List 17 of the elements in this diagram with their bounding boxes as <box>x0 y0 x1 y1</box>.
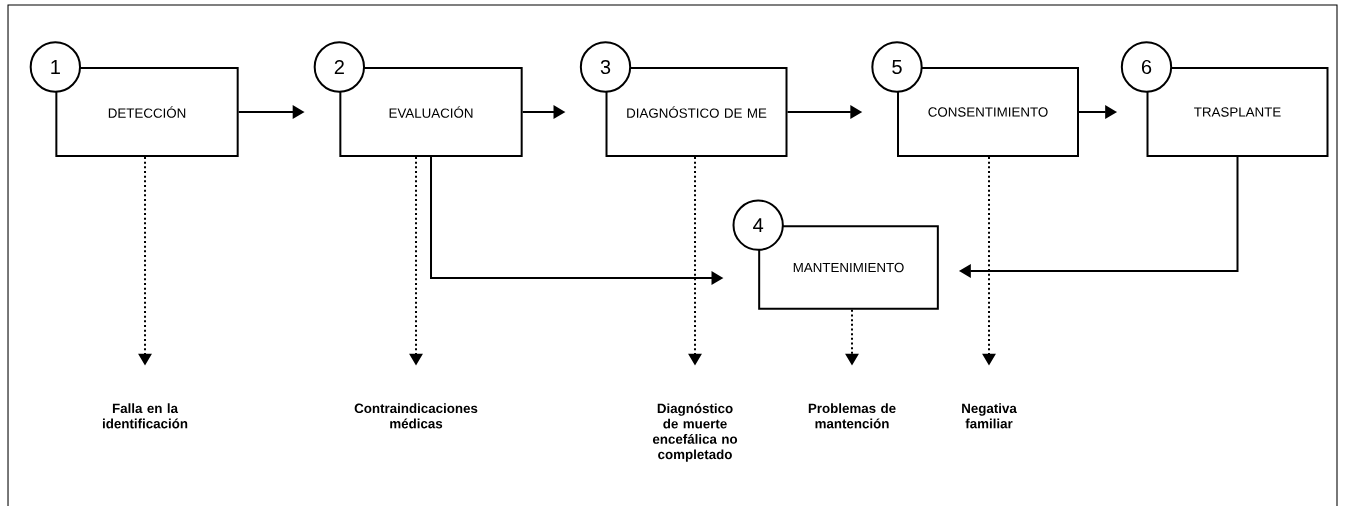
process-box: TRASPLANTE 6 <box>1120 41 1329 157</box>
process-box: MANTENIMIENTO 4 <box>732 199 939 310</box>
process-box: DETECCIÓN 1 <box>29 41 239 157</box>
process-box: CONSENTIMIENTO 5 <box>871 41 1079 157</box>
node-label: 1 <box>51 60 60 74</box>
node-label: 6 <box>1141 59 1152 75</box>
node-label: 4 <box>753 218 764 233</box>
process-box: DIAGNÓSTICO DE ME 3 <box>579 41 788 157</box>
outcome-label: Falla en la identificación <box>103 403 188 429</box>
outcome-label: Negativa familiar <box>962 403 1017 429</box>
node-label: 5 <box>892 60 902 74</box>
outcome-label: Diagnóstico de muerte encefálica no completado <box>652 403 738 462</box>
node-label: 3 <box>600 59 611 75</box>
outcome-label: Problemas de mantención <box>808 403 896 429</box>
node-label: 2 <box>334 60 344 74</box>
outcome-label: Contraindicaciones médicas <box>354 403 478 429</box>
process-box: EVALUACIÓN 2 <box>313 41 523 157</box>
